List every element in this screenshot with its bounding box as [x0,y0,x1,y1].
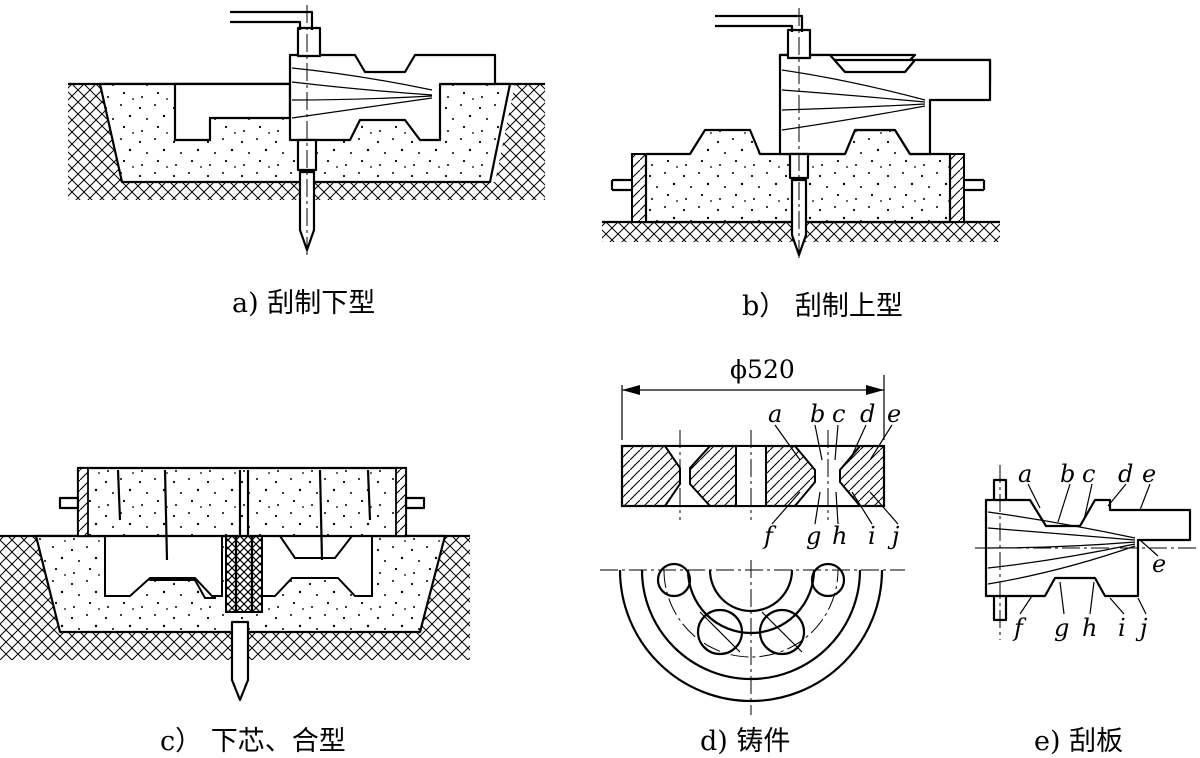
label-d-g: g [806,522,821,550]
label-d-j: j [887,522,900,550]
label-d-e: e [887,400,901,428]
caption-b: b） 刮制上型 [742,291,903,322]
label-d-c: c [832,400,845,428]
label-e-b: b [1060,460,1075,488]
label-e-h: h [1082,614,1097,642]
label-e-a: a [1018,460,1032,488]
diagram-c-core-and-close [0,466,470,702]
caption-c: c） 下芯、合型 [160,726,346,757]
label-d-i: i [868,522,876,550]
label-d-f: f [762,522,777,550]
caption-d: d) 铸件 [700,726,790,757]
label-e-j: j [1135,614,1148,642]
label-e-g: g [1054,614,1069,642]
label-d-b: b [810,400,825,428]
caption-a: a) 刮制下型 [232,288,375,319]
label-d-a: a [768,400,782,428]
label-d-h: h [832,522,847,550]
label-e-d: d [1118,460,1133,488]
dimension-label: ϕ520 [730,355,795,384]
diagram-d-casting: ϕ520 a b c d e f g h i j [600,355,905,715]
label-e-e-inner: e [1152,550,1166,578]
label-e-c: c [1082,460,1095,488]
label-e-e: e [1142,460,1156,488]
label-e-f: f [1012,614,1027,642]
label-d-d: d [860,400,875,428]
diagram-a-bottom-mold-scraping [68,5,545,258]
label-e-i: i [1118,614,1126,642]
diagram-e-scraper-board: a b c d e e f g h i j [975,460,1200,642]
diagram-b-top-mold-scraping [602,8,1000,262]
caption-e: e) 刮板 [1034,726,1123,757]
